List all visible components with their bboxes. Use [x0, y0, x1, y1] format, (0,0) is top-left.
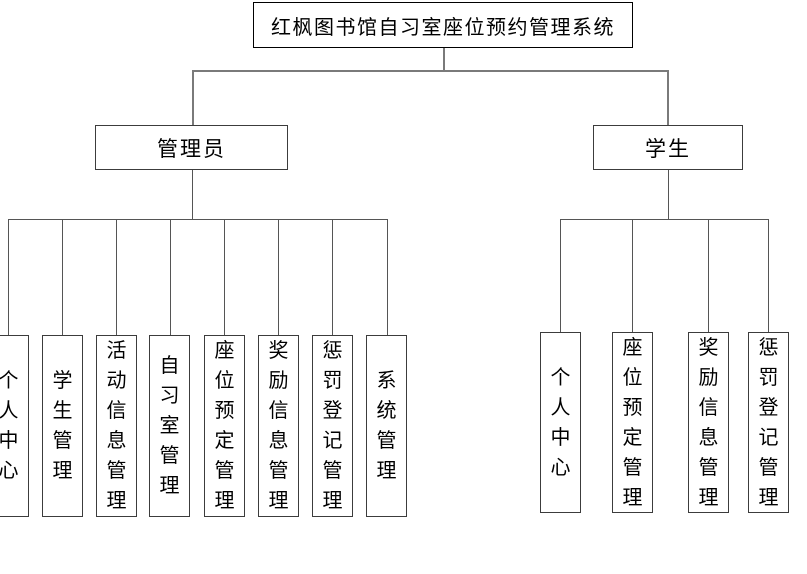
admin-leaf-student-management: 学生管理 — [42, 335, 83, 517]
leaf-label: 个人中心 — [0, 370, 19, 482]
root-title-label: 红枫图书馆自习室座位预约管理系统 — [271, 16, 615, 39]
leaf-label: 奖励信息管理 — [268, 340, 289, 512]
leaf-label: 系统管理 — [376, 370, 397, 482]
connector-drop — [62, 219, 63, 335]
connector-to-admin — [192, 70, 194, 125]
leaf-label: 学生管理 — [52, 370, 73, 482]
leaf-label: 惩罚登记管理 — [758, 336, 779, 509]
connector-drop — [8, 219, 9, 335]
connector-drop — [768, 219, 769, 332]
leaf-label: 座位预定管理 — [214, 340, 235, 512]
leaf-label: 奖励信息管理 — [698, 336, 719, 509]
student-label: 学生 — [645, 137, 691, 161]
leaf-label: 个人中心 — [550, 366, 571, 479]
admin-leaf-system-management: 系统管理 — [366, 335, 407, 517]
student-leaf-seat-reservation-management: 座位预定管理 — [612, 332, 653, 513]
connector-drop — [170, 219, 171, 335]
leaf-label: 惩罚登记管理 — [322, 340, 343, 512]
student-leaf-reward-info-management: 奖励信息管理 — [688, 332, 729, 513]
connector-drop — [224, 219, 225, 335]
connector-to-student — [667, 70, 669, 125]
connector-level2-horizontal — [192, 70, 669, 72]
connector-drop — [332, 219, 333, 335]
connector-drop — [708, 219, 709, 332]
admin-leaf-study-room-management: 自习室管理 — [149, 335, 190, 517]
student-leaf-personal-center: 个人中心 — [540, 332, 581, 513]
connector-student-children-rail — [560, 219, 769, 220]
connector-drop — [116, 219, 117, 335]
connector-drop — [387, 219, 388, 335]
admin-leaf-activity-info-management: 活动信息管理 — [96, 335, 137, 517]
admin-label: 管理员 — [157, 137, 226, 161]
node-root-title: 红枫图书馆自习室座位预约管理系统 — [253, 2, 633, 48]
admin-leaf-reward-info-management: 奖励信息管理 — [258, 335, 299, 517]
admin-leaf-punishment-registration-management: 惩罚登记管理 — [312, 335, 353, 517]
admin-leaf-seat-reservation-management: 座位预定管理 — [204, 335, 245, 517]
connector-drop — [632, 219, 633, 332]
admin-leaf-personal-center: 个人中心 — [0, 335, 29, 517]
connector-student-down — [668, 170, 669, 219]
student-leaf-punishment-registration-management: 惩罚登记管理 — [748, 332, 789, 513]
connector-admin-down — [192, 170, 193, 219]
leaf-label: 座位预定管理 — [622, 336, 643, 509]
leaf-label: 活动信息管理 — [106, 340, 127, 512]
connector-root-down — [443, 48, 445, 72]
leaf-label: 自习室管理 — [159, 355, 180, 497]
node-student: 学生 — [593, 125, 743, 170]
connector-drop — [278, 219, 279, 335]
connector-drop — [560, 219, 561, 332]
node-admin: 管理员 — [95, 125, 288, 170]
connector-admin-children-rail — [8, 219, 388, 220]
